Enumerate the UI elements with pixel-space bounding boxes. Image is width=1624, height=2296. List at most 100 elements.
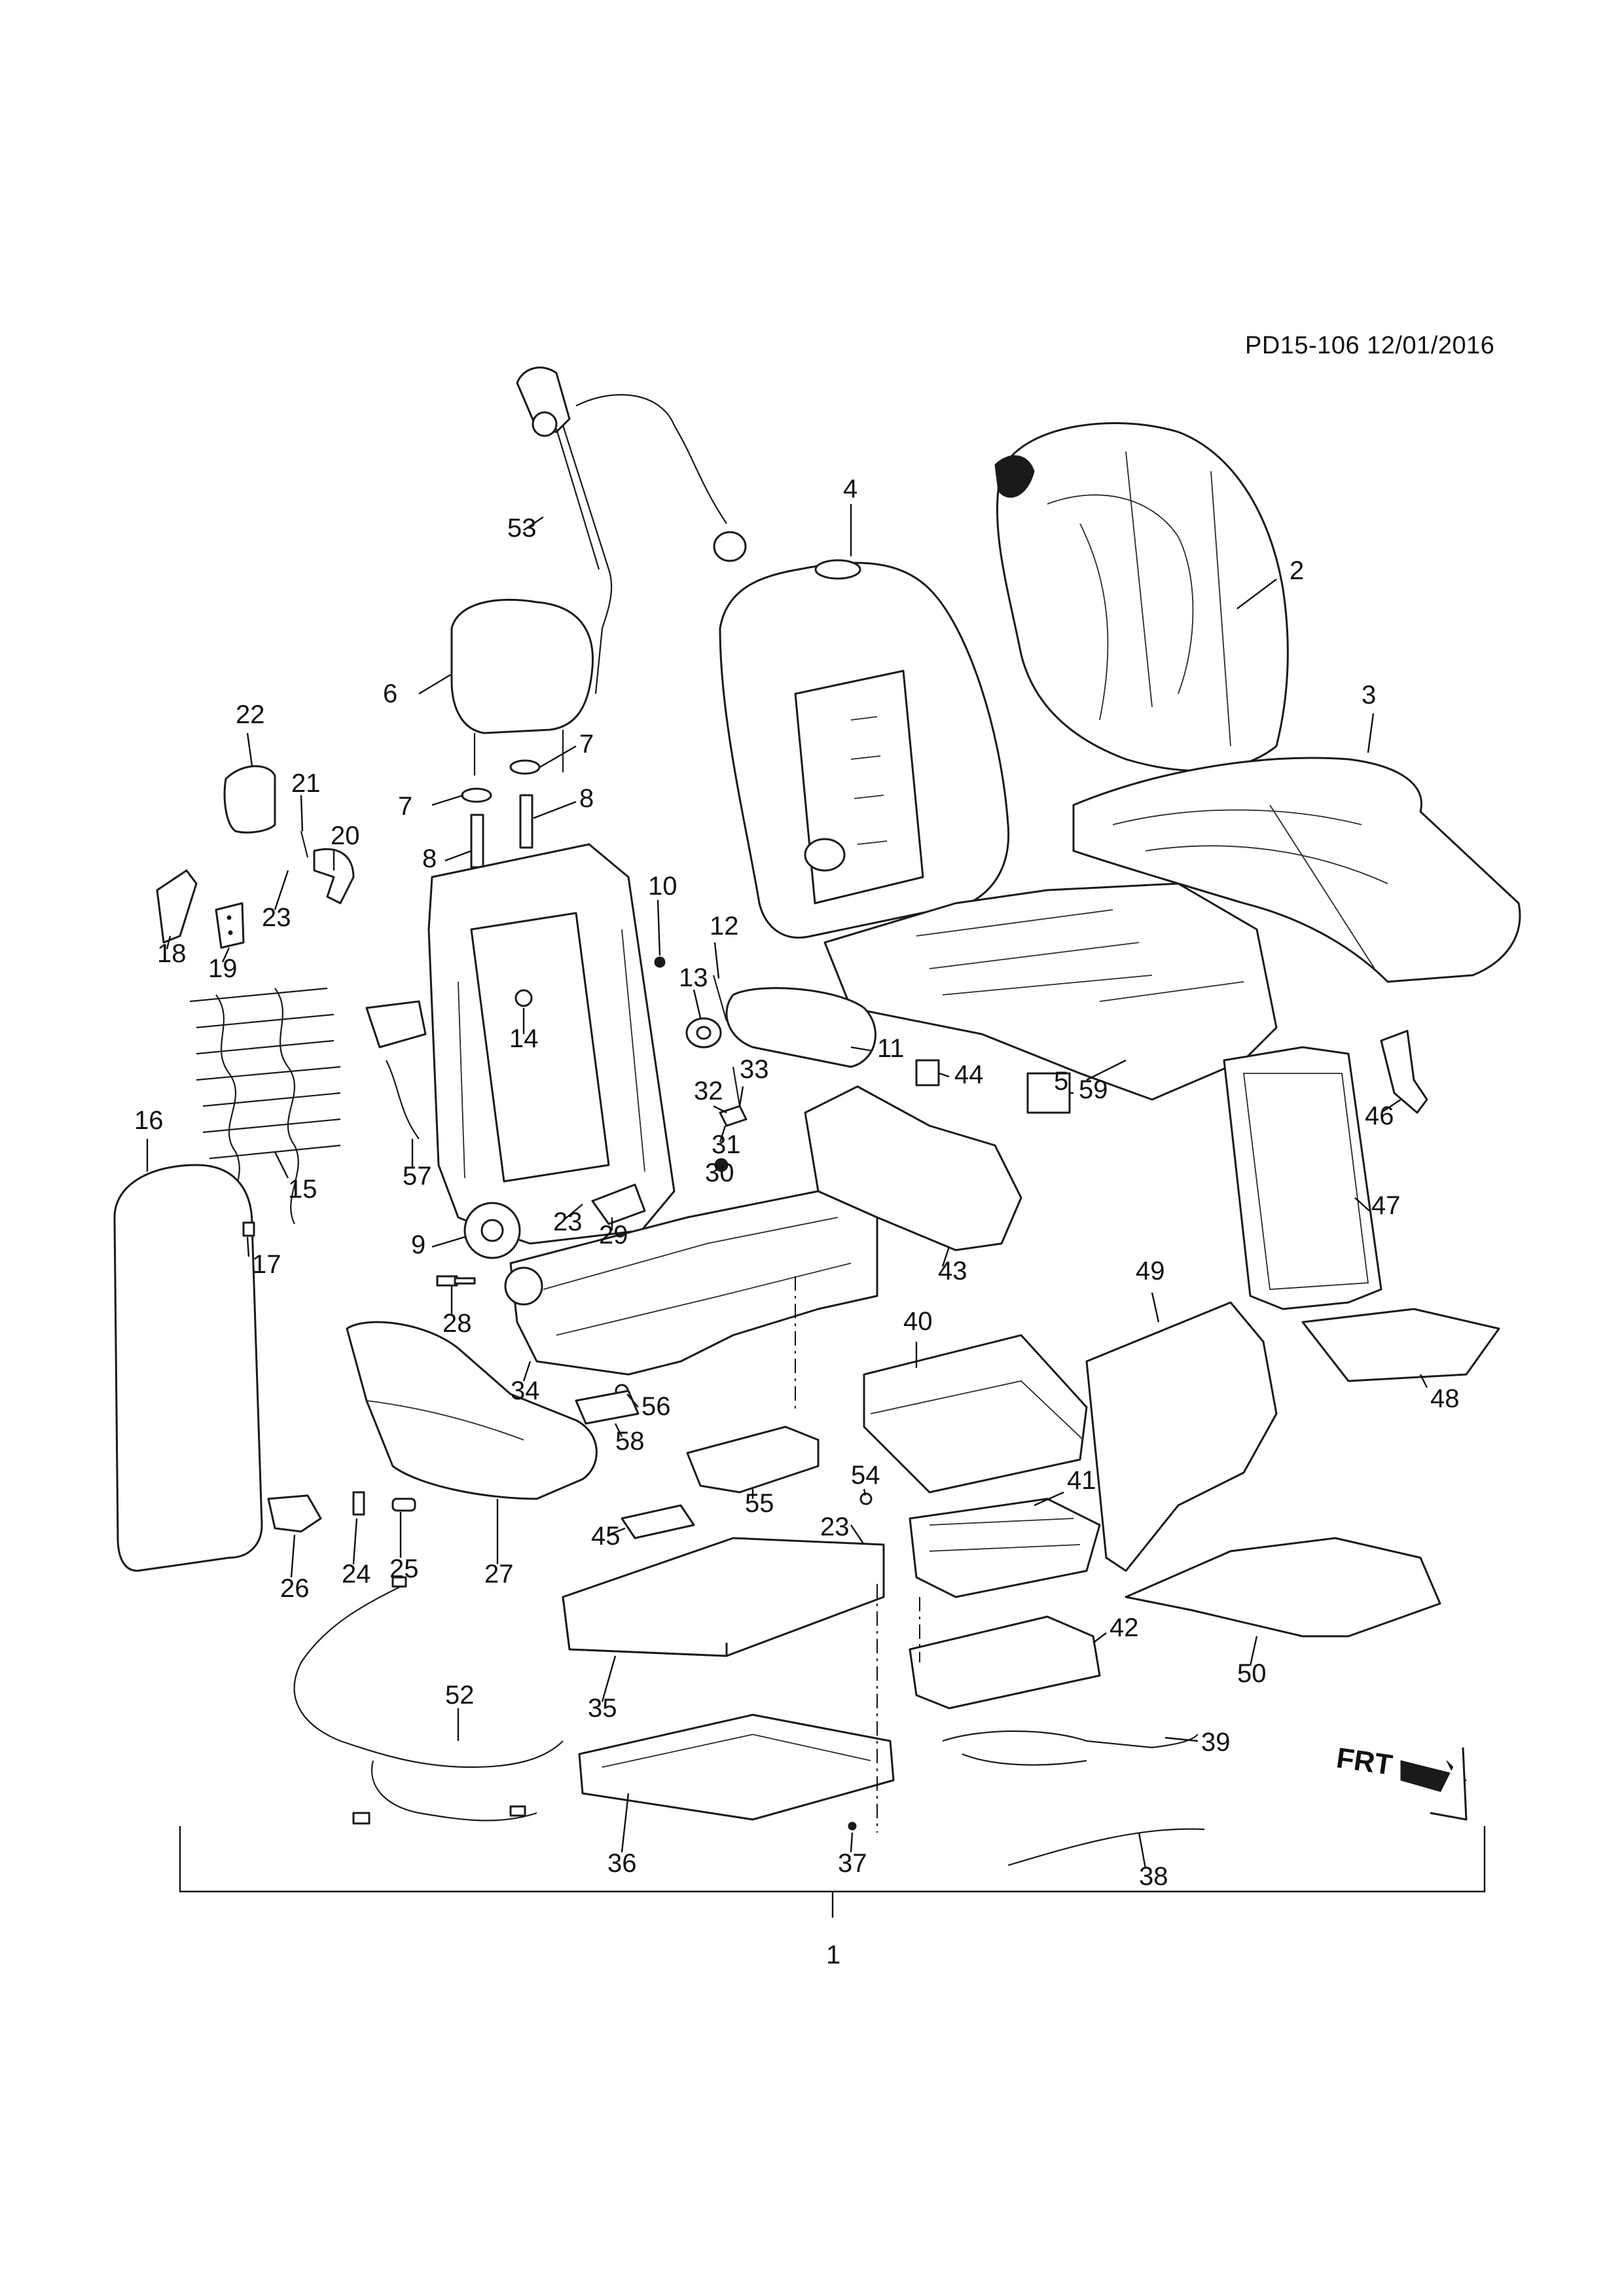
part-40-cushion-module — [863, 1334, 1088, 1494]
callout-53: 53 — [507, 514, 537, 543]
forward-direction-arrow: FRT — [1335, 1742, 1468, 1821]
callout-8: 8 — [422, 844, 437, 873]
part-11-armrest — [725, 987, 876, 1068]
callout-6: 6 — [383, 679, 397, 708]
callout-leader-41 — [1034, 1491, 1064, 1507]
callout-leader-47 — [1354, 1197, 1370, 1211]
callout-59: 59 — [1079, 1075, 1108, 1104]
callout-47: 47 — [1371, 1191, 1401, 1220]
callout-14: 14 — [509, 1024, 539, 1053]
part-4-seatback-assembly — [719, 559, 1010, 939]
callout-leader-46 — [1380, 1099, 1401, 1113]
callout-30: 30 — [705, 1158, 734, 1187]
part-36-seat-track — [578, 1713, 895, 1821]
callout-23: 23 — [553, 1208, 583, 1236]
part-5-cushion-frame — [823, 882, 1278, 1101]
callout-leader-3 — [1367, 713, 1375, 753]
part-16-back-panel — [113, 1164, 263, 1572]
callout-31: 31 — [712, 1130, 741, 1159]
callout-leader-13 — [693, 989, 702, 1018]
callout-leader-7 — [431, 794, 464, 806]
part-46-buckle — [1380, 1030, 1428, 1114]
callout-50: 50 — [1237, 1659, 1267, 1688]
part-34-seat-frame — [504, 1190, 878, 1376]
callout-leader-58 — [614, 1423, 623, 1437]
callout-44: 44 — [954, 1060, 984, 1089]
assembly-bracket — [179, 1826, 1486, 1918]
part-28-bolt — [436, 1275, 476, 1287]
callout-58: 58 — [615, 1427, 645, 1456]
callout-26: 26 — [280, 1574, 310, 1603]
callout-40: 40 — [903, 1307, 933, 1336]
callout-leader-39 — [1164, 1736, 1199, 1742]
part-43-side-bracket — [804, 1085, 1022, 1251]
callout-18: 18 — [157, 939, 187, 968]
part-21-pin — [300, 831, 309, 858]
callout-leader-34 — [522, 1361, 532, 1382]
callout-56: 56 — [641, 1392, 671, 1421]
callout-leader-32 — [713, 1105, 727, 1114]
callout-leader-56 — [626, 1393, 639, 1408]
callout-leader-43 — [941, 1246, 950, 1267]
callout-11: 11 — [877, 1034, 905, 1063]
part-9-seatback-frame — [427, 843, 676, 1259]
part-38-cable — [1007, 1828, 1205, 1867]
callout-19: 19 — [208, 954, 238, 983]
callout-43: 43 — [938, 1257, 967, 1285]
callout-24: 24 — [342, 1560, 371, 1588]
callout-leader-45 — [608, 1527, 626, 1536]
part-48-heater-mat — [1301, 1308, 1500, 1382]
callout-leader-42 — [1092, 1632, 1107, 1643]
callout-42: 42 — [1110, 1613, 1139, 1642]
drawing-reference-code: PD15-106 12/01/2016 — [1245, 332, 1495, 359]
part-58-switch-module — [575, 1390, 640, 1425]
part-55-motor-bracket — [686, 1426, 820, 1494]
callout-leader-10 — [657, 899, 661, 956]
callout-leader-49 — [1151, 1292, 1160, 1323]
callout-29: 29 — [599, 1221, 628, 1249]
callout-49: 49 — [1136, 1257, 1165, 1285]
callout-22: 22 — [236, 700, 265, 729]
part-3-cushion-cover — [1072, 757, 1521, 983]
part-12-13-armrest-pivot — [685, 975, 728, 1049]
part-24-25-clips — [352, 1491, 416, 1516]
part-31-32-33-hardware — [719, 1066, 748, 1127]
callout-20: 20 — [331, 821, 360, 850]
part-35-lower-tray — [562, 1537, 885, 1657]
part-50-seat-pad — [1125, 1537, 1441, 1638]
callout-leader-23 — [562, 1204, 583, 1221]
callout-leader-6 — [418, 673, 452, 695]
part-44-switch — [915, 1059, 940, 1086]
part-39-harness — [942, 1730, 1199, 1766]
part-30-nut — [714, 1158, 729, 1172]
part-29-recliner-link — [591, 1183, 646, 1225]
callout-leader-8 — [444, 850, 472, 862]
callout-25: 25 — [389, 1554, 419, 1583]
callout-leader-17 — [246, 1236, 250, 1257]
part-45-module — [621, 1504, 695, 1539]
callout-leader-2 — [1236, 579, 1277, 609]
callout-27: 27 — [484, 1560, 514, 1588]
callout-leader-35 — [601, 1655, 617, 1702]
part-37-bolt — [848, 1821, 857, 1831]
callout-leader-15 — [274, 1151, 289, 1179]
callout-leader-7 — [539, 745, 577, 768]
callout-7: 7 — [579, 730, 594, 759]
callout-34: 34 — [511, 1376, 540, 1405]
callout-leader-9 — [431, 1236, 465, 1248]
callout-leader-12 — [713, 942, 720, 979]
callout-leader-19 — [221, 947, 230, 963]
part-42-lower-cover — [909, 1615, 1101, 1710]
callout-17: 17 — [252, 1250, 281, 1279]
callout-leader-38 — [1138, 1832, 1147, 1869]
callout-leader-26 — [290, 1534, 296, 1578]
callout-15: 15 — [288, 1175, 317, 1204]
part-47-rear-panel — [1223, 1046, 1382, 1310]
part-26-side-cap — [267, 1494, 322, 1533]
callout-leader-31 — [719, 1125, 727, 1143]
callout-leader-24 — [352, 1518, 358, 1565]
callout-3: 3 — [1362, 681, 1376, 709]
part-49-rear-shield — [1085, 1301, 1278, 1572]
